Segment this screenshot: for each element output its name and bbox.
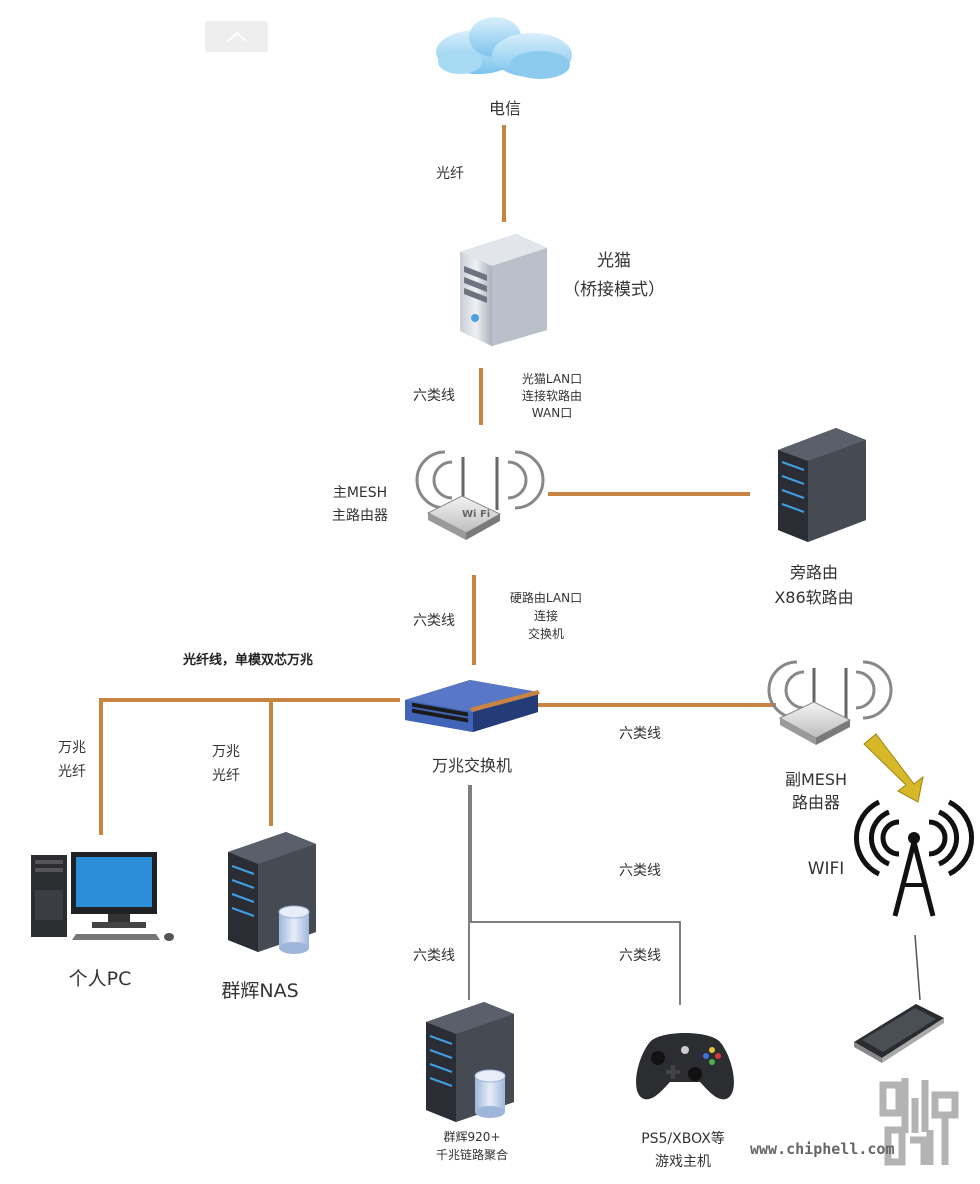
link-tengig-pc-line1: 万兆	[58, 740, 86, 756]
note-modem-line2: 连接软路由	[521, 389, 582, 403]
node-main-mesh-line2: 主路由器	[332, 508, 388, 524]
node-switch: 万兆交换机	[431, 756, 512, 775]
cloud-icon	[436, 17, 572, 79]
node-sub-mesh-line1: 副MESH	[784, 770, 848, 789]
note-router-line3: 交换机	[527, 627, 564, 641]
link-cat6-router: 六类线	[413, 613, 455, 629]
link-cat6-console: 六类线	[619, 948, 661, 964]
side-router-server-icon	[778, 428, 866, 542]
node-side-router-line2: X86软路由	[774, 588, 854, 607]
switch-icon	[405, 680, 540, 732]
thin-lines	[468, 785, 921, 1005]
main-router-icon: Wi Fi	[415, 450, 545, 540]
chiphell-logo	[879, 1078, 959, 1166]
note-router-line2: 连接	[533, 609, 558, 623]
note-router-line1: 硬路由LAN口	[509, 591, 583, 605]
node-nas2-line2: 千兆链路聚合	[435, 1148, 508, 1162]
nas-server-icon	[228, 832, 316, 954]
link-tengig-nas-line2: 光纤	[212, 768, 240, 784]
node-telecom: 电信	[488, 99, 521, 118]
link-tengig-nas-line1: 万兆	[212, 744, 240, 760]
watermark-url: www.chiphell.com	[750, 1140, 895, 1158]
line-switch-console	[470, 785, 681, 1005]
link-cat6-nas2: 六类线	[413, 948, 455, 964]
nas2-server-icon	[426, 1002, 514, 1122]
note-modem-line3: WAN口	[531, 406, 573, 420]
collapse-button[interactable]	[205, 21, 268, 52]
modem-tower-icon	[460, 234, 547, 346]
svg-text:Wi Fi: Wi Fi	[462, 509, 490, 520]
node-side-router-line1: 旁路由	[789, 563, 838, 582]
phone-icon	[854, 1004, 944, 1063]
note-modem-line1: 光猫LAN口	[521, 372, 583, 386]
arrow-icon	[863, 733, 924, 803]
chevron-up-icon	[227, 31, 247, 42]
cables	[99, 125, 776, 835]
sub-router-icon	[767, 660, 893, 745]
link-cat6-console-top: 六类线	[619, 863, 661, 879]
node-nas2-line1: 群辉920+	[443, 1130, 501, 1144]
pc-icon	[31, 852, 174, 941]
node-wifi: WIFI	[807, 859, 845, 879]
node-pc: 个人PC	[68, 968, 132, 990]
node-main-mesh-line1: 主MESH	[332, 485, 388, 501]
link-cat6-submesh: 六类线	[619, 726, 661, 742]
link-fiber: 光纤	[436, 166, 464, 182]
node-modem-line1: 光猫	[597, 251, 631, 271]
node-console-line2: 游戏主机	[655, 1154, 711, 1170]
link-cat6-modem: 六类线	[413, 388, 455, 404]
link-fiber-bold: 光纤线，单模双芯万兆	[182, 653, 313, 668]
node-modem-line2: （桥接模式）	[563, 280, 665, 300]
node-sub-mesh-line2: 路由器	[791, 793, 840, 812]
line-wifi-phone	[914, 934, 921, 1001]
link-tengig-pc-line2: 光纤	[58, 764, 86, 780]
gamepad-icon	[636, 1033, 734, 1100]
node-nas: 群辉NAS	[221, 980, 299, 1002]
node-console-line1: PS5/XBOX等	[641, 1131, 725, 1147]
wifi-tower-icon	[854, 799, 974, 917]
